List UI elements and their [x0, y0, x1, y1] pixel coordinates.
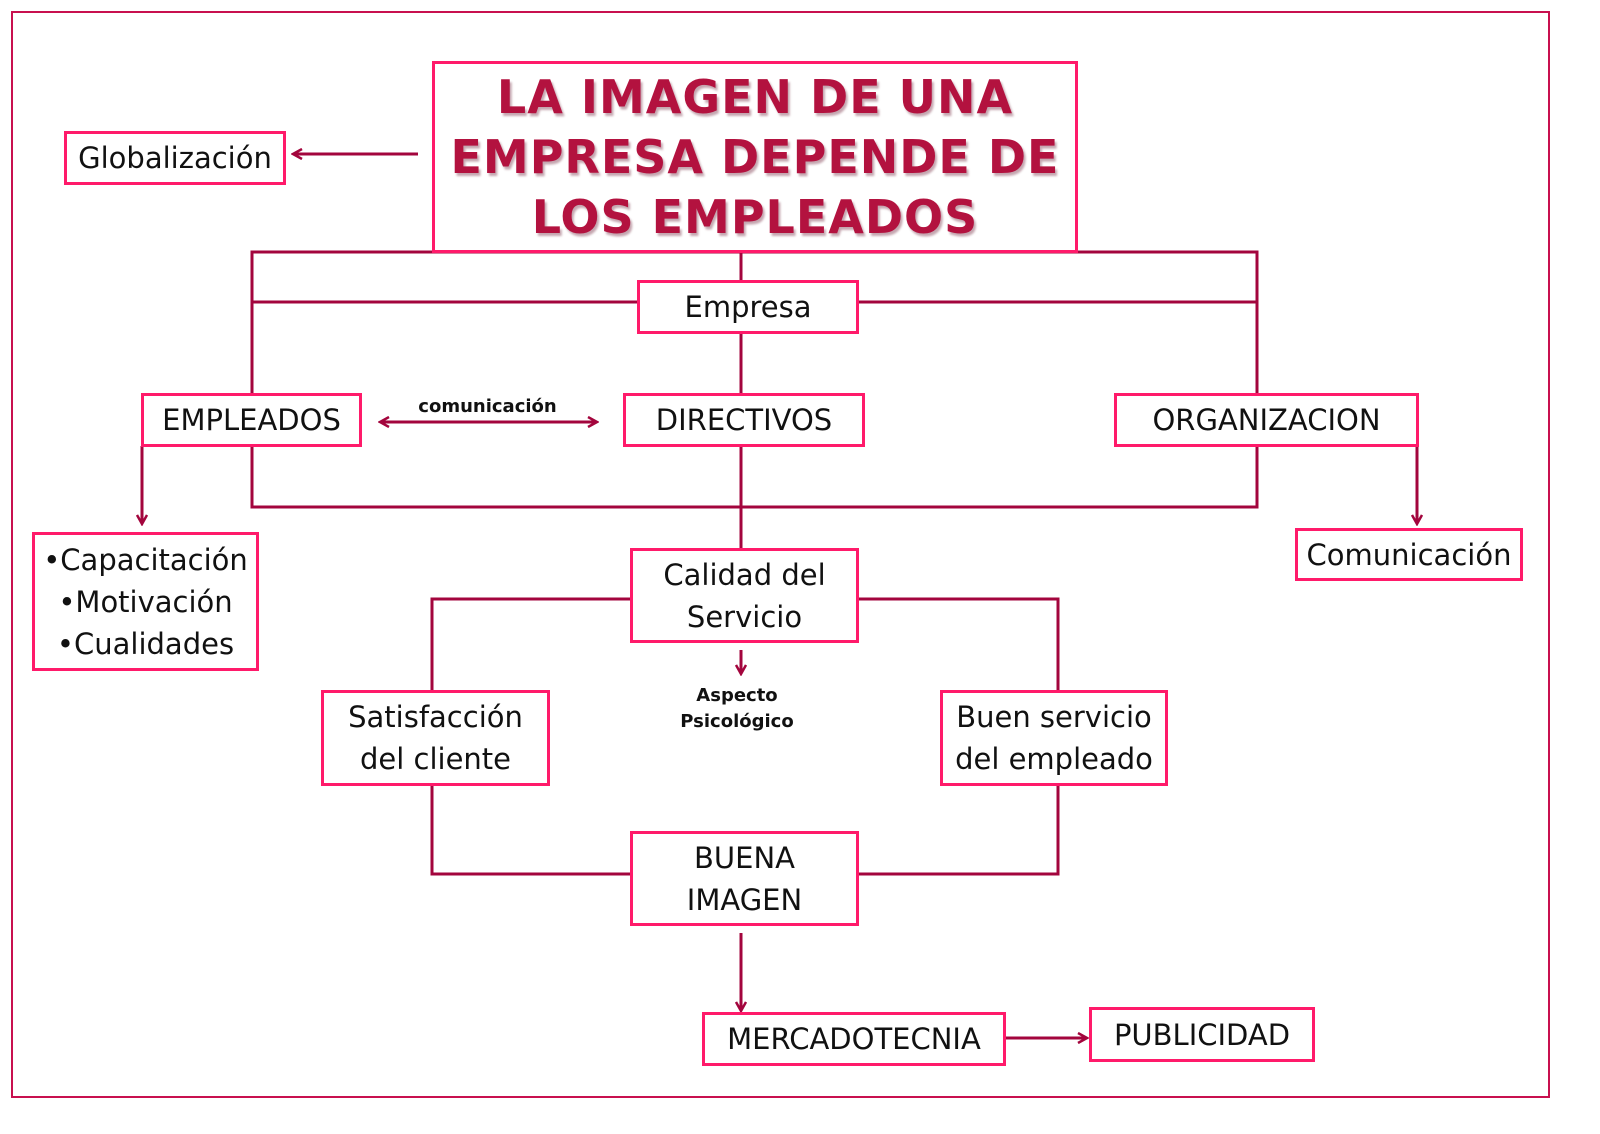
node-label: Buen servicio: [956, 700, 1152, 734]
node-empresa: Empresa: [637, 280, 859, 334]
node-mercadotecnia: MERCADOTECNIA: [702, 1012, 1006, 1066]
node-label: EMPLEADOS: [162, 403, 341, 437]
label-line: Aspecto: [696, 685, 778, 706]
node-label: Empresa: [684, 290, 812, 324]
title-box: LA IMAGEN DE UNA EMPRESA DEPENDE DE LOS …: [432, 61, 1078, 253]
node-satisfaccion-cliente: Satisfacción del cliente: [321, 690, 550, 786]
node-label: MERCADOTECNIA: [727, 1022, 981, 1056]
connector: [858, 597, 1060, 691]
node-comunicacion: Comunicación: [1295, 528, 1523, 581]
label-aspecto-psicologico: Aspecto Psicológico: [662, 683, 812, 735]
label-line: Psicológico: [680, 711, 794, 732]
node-organizacion: ORGANIZACION: [1114, 393, 1419, 447]
list-item: •Motivación: [58, 584, 233, 619]
node-label: DIRECTIVOS: [655, 403, 833, 437]
node-label: del cliente: [359, 742, 512, 776]
connector: [430, 785, 631, 876]
edge-label-comunicacion: comunicación: [418, 396, 557, 417]
node-label: BUENA: [694, 840, 795, 875]
title-line: LA IMAGEN DE UNA: [496, 70, 1014, 124]
node-label: del empleado: [955, 742, 1153, 776]
node-buen-servicio: Buen servicio del empleado: [940, 690, 1168, 786]
node-empleados-list: •Capacitación •Motivación •Cualidades: [32, 532, 259, 671]
title-line: LOS EMPLEADOS: [531, 190, 979, 244]
node-globalizacion: Globalización: [64, 131, 286, 185]
list-item: •Cualidades: [56, 626, 235, 661]
node-publicidad: PUBLICIDAD: [1089, 1007, 1315, 1062]
node-directivos: DIRECTIVOS: [623, 393, 865, 447]
node-buena-imagen: BUENA IMAGEN: [630, 831, 859, 926]
connector: [430, 597, 631, 691]
title-line: EMPRESA DEPENDE DE: [450, 130, 1060, 184]
node-calidad-servicio: Calidad del Servicio: [630, 548, 859, 643]
node-empleados: EMPLEADOS: [141, 393, 362, 447]
node-label: ORGANIZACION: [1152, 403, 1381, 437]
node-label: Servicio: [686, 599, 803, 634]
node-label: Comunicación: [1306, 537, 1512, 572]
node-label: IMAGEN: [686, 882, 803, 917]
connector-bottom: [250, 446, 1259, 509]
connector: [858, 785, 1060, 876]
outer-frame: [11, 11, 1550, 1098]
node-label: Calidad del: [663, 557, 826, 592]
node-label: Satisfacción: [348, 700, 523, 734]
node-label: PUBLICIDAD: [1113, 1017, 1291, 1052]
node-label: Globalización: [78, 141, 272, 175]
list-item: •Capacitación: [43, 542, 248, 577]
